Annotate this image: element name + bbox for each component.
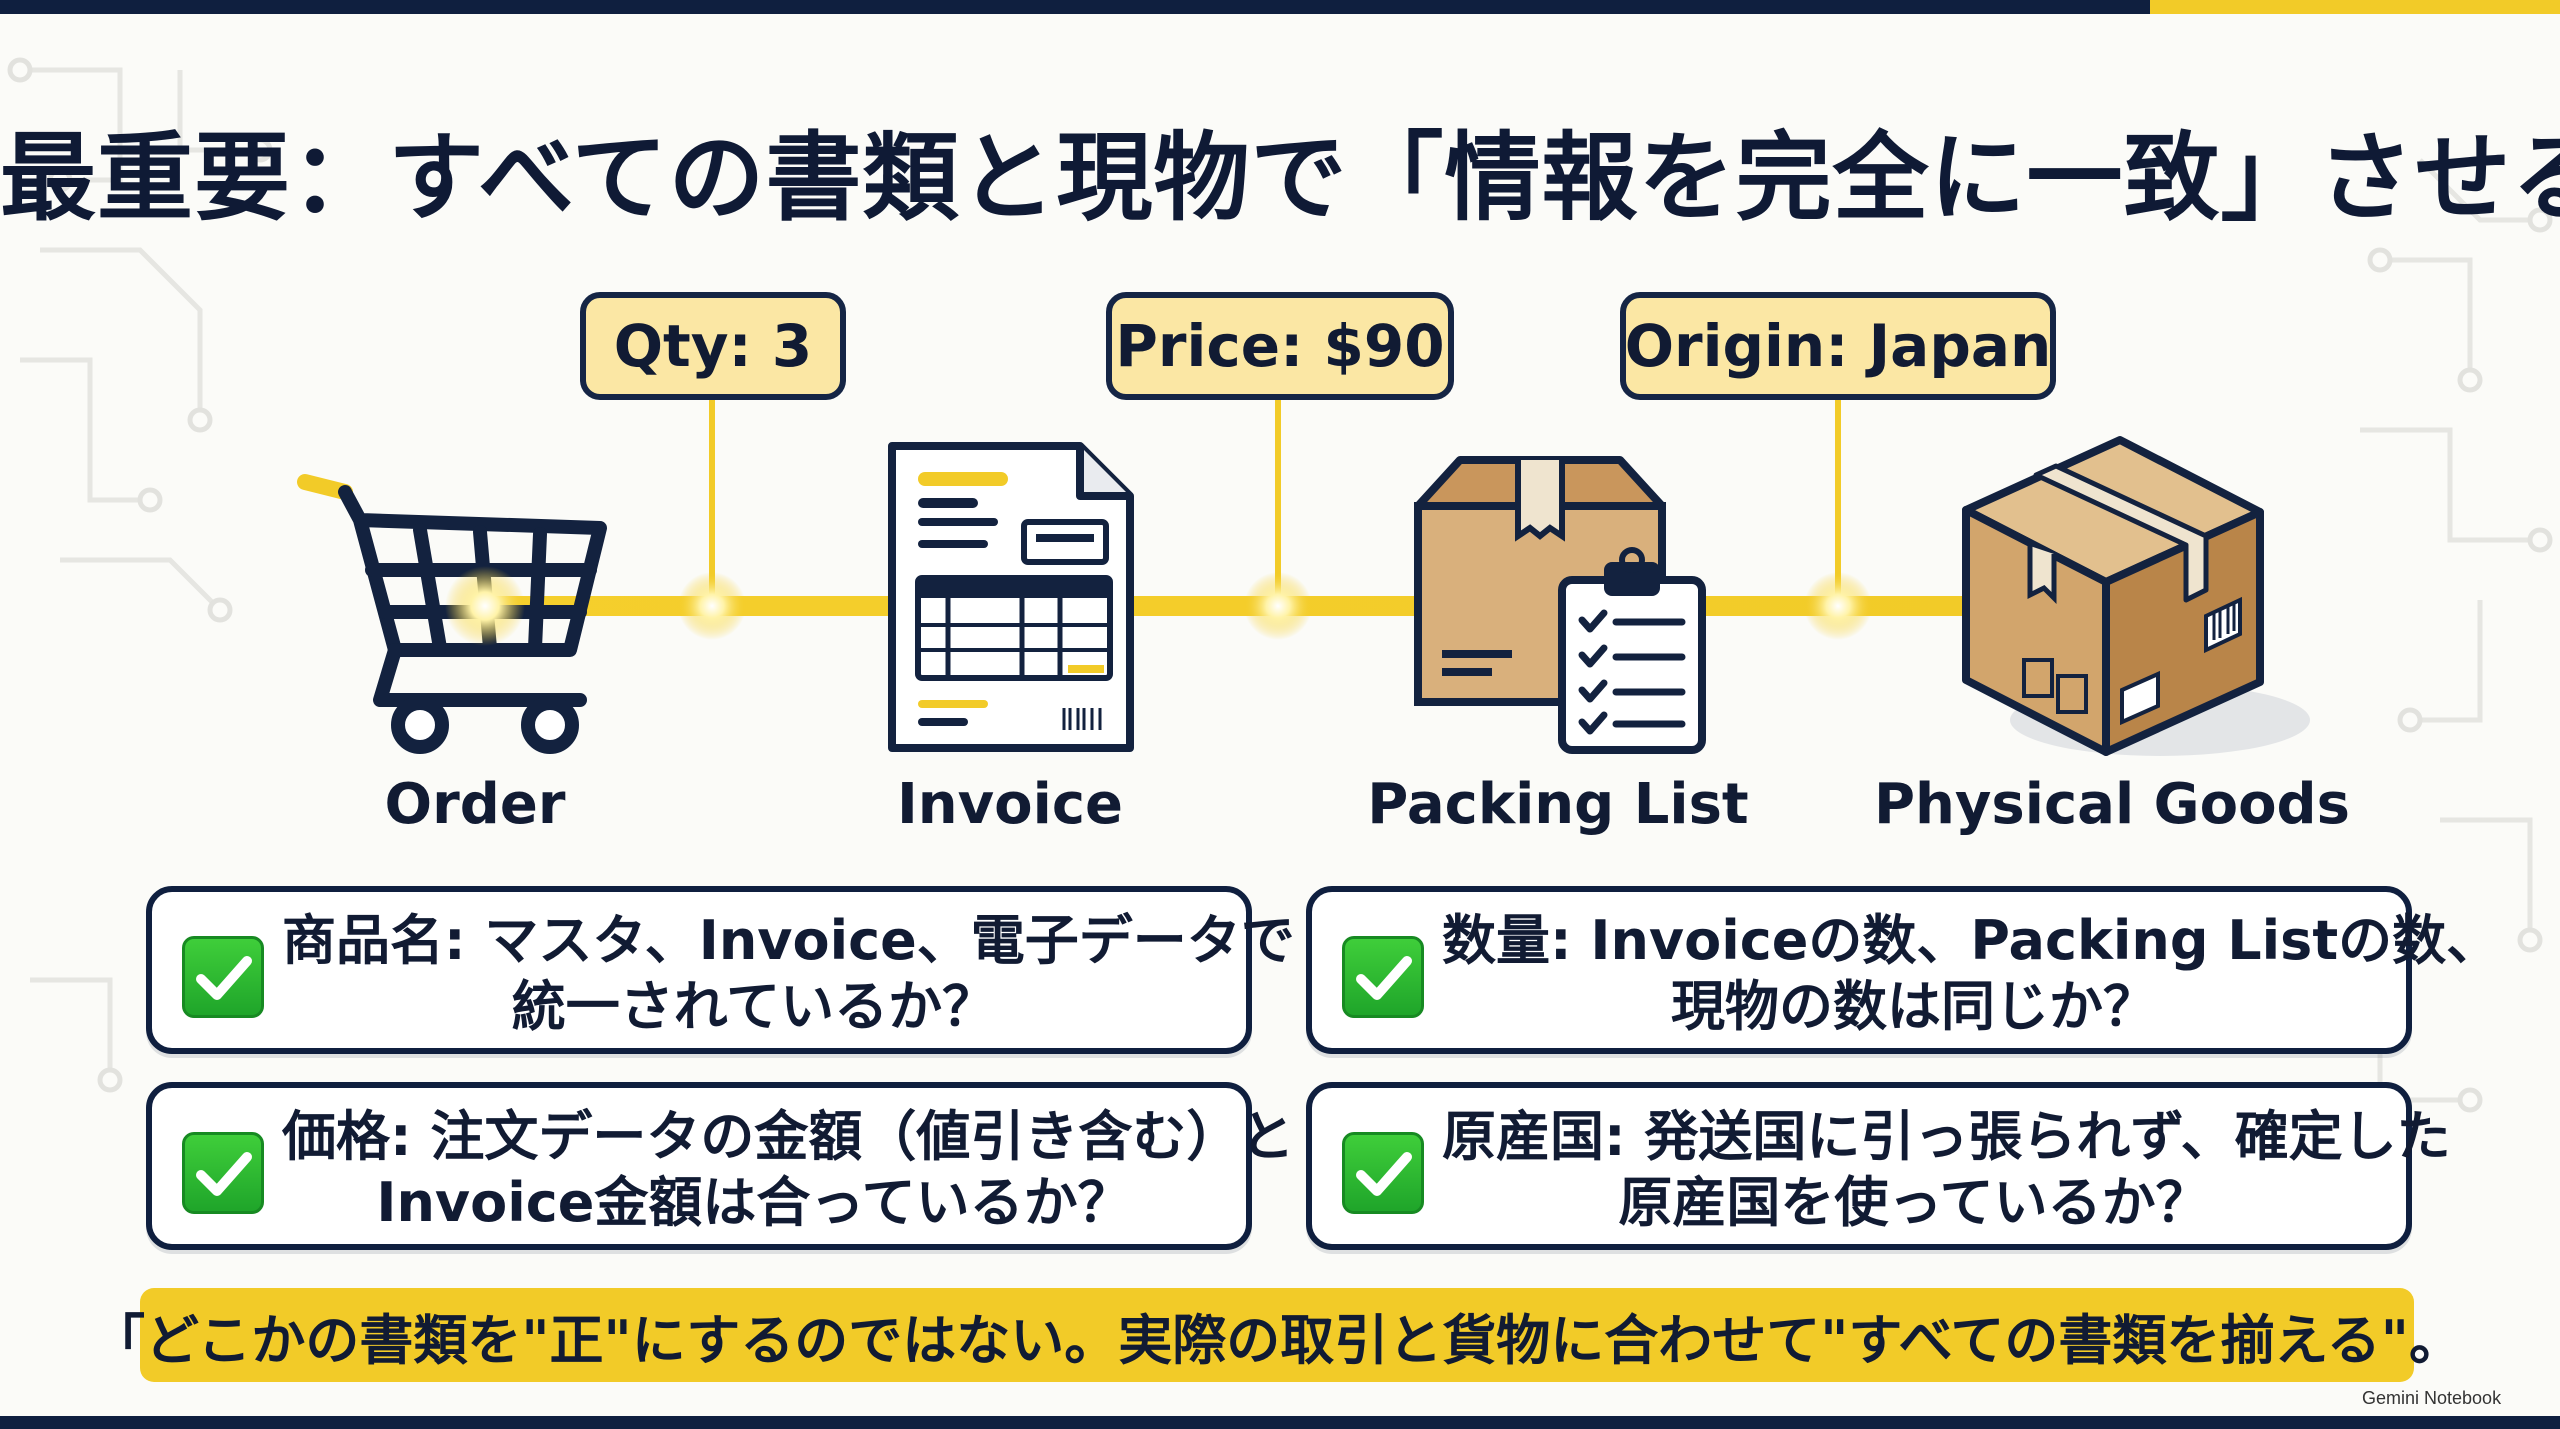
tag-connectors bbox=[709, 400, 1841, 606]
check-card-quantity: 数量: Invoiceの数、Packing Listの数、 現物の数は同じか？ bbox=[1306, 886, 2501, 1054]
checkmark-icon bbox=[182, 936, 264, 1018]
flow-node-price bbox=[1244, 572, 1312, 640]
check-card-line: 価格: 注文データの金額（値引き含む）と bbox=[282, 1105, 1295, 1168]
check-card-line: 数量: Invoiceの数、Packing Listの数、 bbox=[1442, 909, 2501, 972]
stage-label-order: Order bbox=[384, 772, 566, 837]
page-title: 最重要：すべての書類と現物で「情報を完全に一致」させる bbox=[0, 122, 2560, 234]
check-card-product-name: 商品名: マスタ、Invoice、電子データで 統一されているか？ bbox=[146, 886, 1295, 1054]
check-card-line: 統一されているか？ bbox=[511, 975, 997, 1038]
flow-node-qty bbox=[678, 572, 746, 640]
key-message-banner: 「どこかの書類を"正"にするのではない。実際の取引と貨物に合わせて"すべての書類… bbox=[91, 1288, 2463, 1382]
flow-node-origin bbox=[1804, 572, 1872, 640]
cart-glow bbox=[445, 566, 525, 646]
check-card-line: 原産国を使っているか？ bbox=[1618, 1171, 2210, 1234]
checkmark-icon bbox=[1342, 936, 1424, 1018]
checkmark-icon bbox=[182, 1132, 264, 1214]
stage-label-packing-list: Packing List bbox=[1367, 772, 1749, 837]
top-accent-bar-yellow bbox=[2150, 0, 2560, 14]
watermark: Gemini Notebook bbox=[2362, 1388, 2502, 1408]
origin-tag: Origin: Japan bbox=[1620, 292, 2056, 400]
checkmark-icon bbox=[1342, 1132, 1424, 1214]
check-card-origin: 原産国: 発送国に引っ張られず、確定した 原産国を使っているか？ bbox=[1306, 1082, 2451, 1250]
check-card-text: 原産国: 発送国に引っ張られず、確定した 原産国を使っているか？ bbox=[1442, 1104, 2451, 1236]
box-with-clipboard-icon bbox=[1414, 456, 1706, 754]
check-card-text: 数量: Invoiceの数、Packing Listの数、 現物の数は同じか？ bbox=[1442, 908, 2501, 1040]
check-card-line: Invoice金額は合っているか？ bbox=[376, 1171, 1132, 1234]
check-card-line: 現物の数は同じか？ bbox=[1671, 975, 2157, 1038]
check-card-price: 価格: 注文データの金額（値引き含む）と Invoice金額は合っているか？ bbox=[146, 1082, 1295, 1250]
check-card-line: 商品名: マスタ、Invoice、電子データで bbox=[282, 909, 1295, 972]
top-accent-bar-navy bbox=[0, 0, 2150, 14]
price-tag: Price: $90 bbox=[1106, 292, 1454, 400]
check-card-line: 原産国: 発送国に引っ張られず、確定した bbox=[1442, 1105, 2451, 1168]
bottom-accent-bar bbox=[0, 1416, 2560, 1429]
check-card-text: 商品名: マスタ、Invoice、電子データで 統一されているか？ bbox=[282, 908, 1295, 1040]
cardboard-box-icon bbox=[1962, 436, 2310, 756]
check-card-text: 価格: 注文データの金額（値引き含む）と Invoice金額は合っているか？ bbox=[282, 1104, 1295, 1236]
stage-label-invoice: Invoice bbox=[896, 772, 1124, 837]
qty-tag: Qty: 3 bbox=[580, 292, 846, 400]
invoice-document-icon bbox=[888, 442, 1134, 752]
stage-label-physical-goods: Physical Goods bbox=[1874, 772, 2350, 837]
